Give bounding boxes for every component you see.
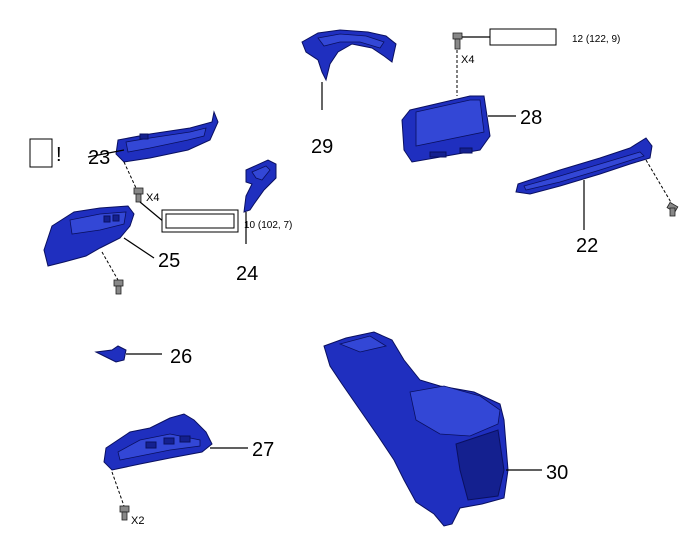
callout-28: 28 [520,107,542,129]
part-28-shape [401,95,491,163]
bolt-icon [666,201,679,217]
quantity-upper-bolt: X4 [461,54,474,66]
bolt-dashed-line-left [123,161,137,189]
part-29-shape [301,29,397,82]
callout-22: 22 [576,235,598,257]
torque-value-lower: 10 (102, 7) [244,220,292,231]
bolt-dashed-line-27 [111,471,125,507]
callout-30: 30 [546,462,568,484]
bolt-icon [133,187,144,203]
part-24-shape [243,159,277,213]
callout-23: 23 [88,147,110,169]
callout-29: 29 [311,136,333,158]
dashed-line-22 [645,159,673,205]
part-25-shape [43,205,135,267]
bolt-icon [119,505,130,521]
quantity-bottom-bolt: X2 [131,515,144,527]
torque-value-upper: 12 (122, 9) [572,34,620,45]
part-22-shape [515,137,653,195]
callout-25: 25 [158,250,180,272]
part-26-shape [94,345,127,363]
callout-24: 24 [236,263,258,285]
part-27-shape [103,413,213,471]
torque-box-lower-inner [165,213,235,229]
bolt-dashed-line-25 [101,251,119,281]
notice-mark: ! [56,144,62,166]
leader-25 [123,237,155,259]
quantity-left-bolt: X4 [146,192,159,204]
notice-box [29,138,53,168]
callout-27: 27 [252,439,274,461]
bolt-icon [452,32,463,50]
leader-23 [87,149,125,158]
torque-box-upper [489,28,557,46]
part-30-shape [323,331,509,527]
bolt-icon [113,279,124,295]
torque-leader-lower [139,201,165,223]
callout-26: 26 [170,346,192,368]
part-23-shape [115,110,219,163]
